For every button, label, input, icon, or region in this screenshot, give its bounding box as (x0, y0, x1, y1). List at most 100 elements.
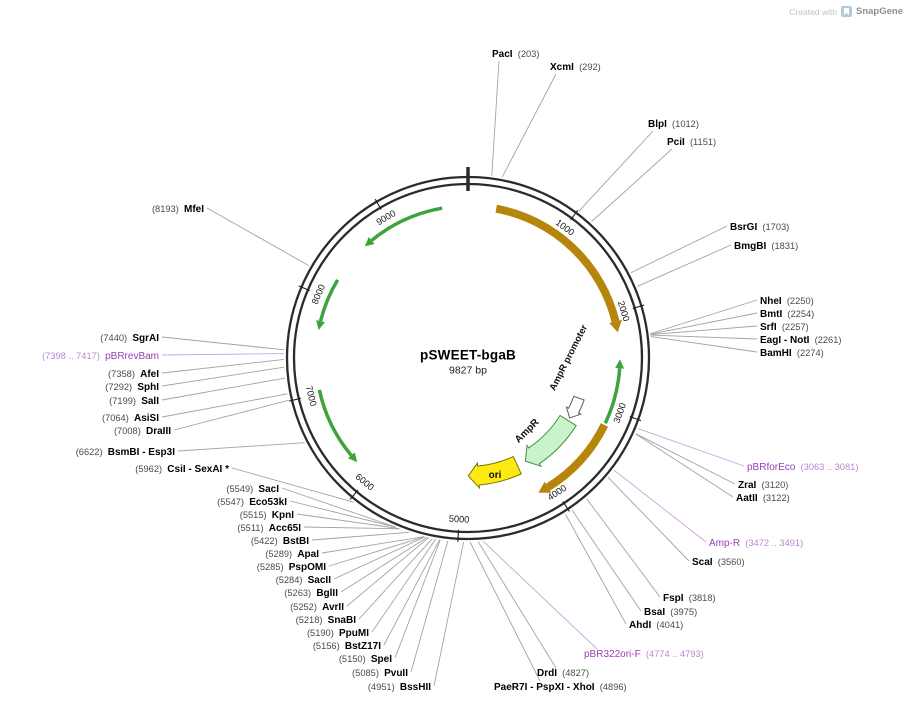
ampr-arrow[interactable] (524, 414, 577, 468)
leader-line (161, 358, 285, 374)
enzyme-label-kpni[interactable]: (5515) KpnI (240, 510, 294, 521)
enzyme-label-pspomi[interactable]: (5285) PspOMI (257, 562, 326, 573)
gene-arc-right[interactable] (603, 368, 622, 424)
features (316, 204, 625, 493)
leader-line (586, 498, 661, 598)
leader-line (477, 541, 557, 669)
tick-mark (374, 198, 382, 210)
cds-arc-right-head (538, 481, 552, 493)
cds-arc-top-head (609, 319, 622, 333)
gene-arc-left[interactable] (318, 278, 340, 322)
enzyme-label-spei[interactable]: (5150) SpeI (339, 654, 392, 665)
leader-line (231, 467, 354, 503)
enzyme-label-xcmi[interactable]: XcmI (292) (550, 62, 601, 73)
ring-inner (292, 182, 644, 534)
primer-label-pbrrevbam[interactable]: (7398 .. 7417) pBRrevBam (42, 351, 159, 362)
enzyme-label-csii-sexai-[interactable]: (5962) CsiI - SexAI * (135, 464, 229, 475)
leader-line (358, 538, 433, 620)
gene-arc-lower-left[interactable] (317, 389, 353, 457)
enzyme-label-asisi[interactable]: (7064) AsiSI (102, 413, 159, 424)
leader-line (161, 353, 285, 356)
leader-line (161, 393, 288, 418)
enzyme-label-aatii[interactable]: AatII (3122) (736, 493, 790, 504)
enzyme-label-pvuii[interactable]: (5085) PvuII (352, 668, 408, 679)
enzyme-label-paci[interactable]: PacI (203) (492, 49, 539, 60)
enzyme-label-bglii[interactable]: (5263) BglII (284, 588, 338, 599)
enzyme-label-zrai[interactable]: ZraI (3120) (738, 480, 788, 491)
enzyme-label-bstbi[interactable]: (5422) BstBI (251, 536, 309, 547)
leader-line (565, 513, 627, 625)
leader-line (346, 537, 429, 607)
backbone-ring (285, 175, 651, 541)
leader-line (635, 433, 734, 498)
enzyme-label-blpi[interactable]: BlpI (1012) (648, 119, 699, 130)
leader-line (161, 336, 285, 351)
tick-mark (349, 489, 359, 500)
leader-line (578, 130, 654, 212)
enzyme-label-bsmbi-esp3i[interactable]: (6622) BsmBI - Esp3I (76, 447, 176, 458)
leader-line (650, 299, 758, 335)
enzyme-label-sali[interactable]: (7199) SalI (109, 396, 159, 407)
enzyme-label-ahdi[interactable]: AhdI (4041) (629, 620, 683, 631)
primer-label-pbrforeco[interactable]: pBRforEco (3063 .. 3081) (747, 462, 858, 473)
tick-label: 5000 (448, 514, 469, 525)
feature-label-ori[interactable]: ori (489, 470, 502, 481)
enzyme-label-ppumi[interactable]: (5190) PpuMI (307, 628, 369, 639)
enzyme-label-eagi-noti[interactable]: EagI - NotI (2261) (760, 335, 842, 346)
gene-arc-upper-left[interactable] (370, 206, 443, 242)
cds-arc-top[interactable] (495, 204, 620, 323)
primer-label-pbr322ori-f[interactable]: pBR322ori-F (4774 .. 4793) (584, 649, 704, 660)
enzyme-label-eco53ki[interactable]: (5547) Eco53kI (217, 497, 287, 508)
snapgene-logo-icon (841, 6, 852, 17)
ori-arrow[interactable] (467, 455, 522, 490)
leader-line (321, 536, 425, 554)
feature-label-ampr-promoter[interactable]: AmpR promoter (547, 323, 590, 393)
leader-line (410, 540, 449, 673)
leader-line (635, 433, 736, 485)
enzyme-label-bsshii[interactable]: (4951) BssHII (368, 682, 431, 693)
enzyme-label-sphi[interactable]: (7292) SphI (105, 382, 159, 393)
enzyme-label-paer7i-pspxi-xhoi[interactable]: PaeR7I - PspXI - XhoI (4896) (494, 682, 627, 693)
enzyme-label-snabi[interactable]: (5218) SnaBI (296, 615, 357, 626)
enzyme-label-avrii[interactable]: (5252) AvrII (290, 602, 344, 613)
enzyme-label-apai[interactable]: (5289) ApaI (265, 549, 319, 560)
leader-line (469, 541, 541, 682)
enzyme-label-saci[interactable]: (5549) SacI (226, 484, 279, 495)
enzyme-label-afei[interactable]: (7358) AfeI (108, 369, 159, 380)
tick-mark (629, 416, 642, 422)
leader-line (281, 487, 396, 528)
enzyme-label-bmti[interactable]: BmtI (2254) (760, 309, 814, 320)
enzyme-label-drdi[interactable]: DrdI (4827) (537, 668, 589, 679)
leader-line (333, 536, 426, 580)
leader-line (161, 366, 285, 387)
tick-label: 6000 (354, 472, 376, 493)
leader-line (637, 428, 745, 467)
enzyme-label-sacii[interactable]: (5284) SacII (276, 575, 332, 586)
leader-line (383, 539, 440, 646)
ring-outer (285, 175, 651, 541)
enzyme-label-bmgbi[interactable]: BmgBI (1831) (734, 241, 798, 252)
enzyme-label-pcii[interactable]: PciI (1151) (667, 137, 716, 148)
enzyme-label-bstz17i[interactable]: (5156) BstZ17I (313, 641, 381, 652)
enzyme-label-bsrgi[interactable]: BsrGI (1703) (730, 222, 789, 233)
enzyme-label-draiii[interactable]: (7008) DraIII (114, 426, 171, 437)
enzyme-label-nhei[interactable]: NheI (2250) (760, 296, 814, 307)
enzyme-label-acc65i[interactable]: (5511) Acc65I (237, 523, 301, 534)
enzyme-label-scai[interactable]: ScaI (3560) (692, 557, 745, 568)
enzyme-label-bsai[interactable]: BsaI (3975) (644, 607, 697, 618)
enzyme-label-fspi[interactable]: FspI (3818) (663, 593, 716, 604)
leader-line (303, 526, 400, 530)
tick-mark (570, 210, 579, 221)
leader-line (173, 399, 290, 431)
cds-arc-right[interactable] (545, 423, 609, 491)
ampr-promoter-arrow[interactable] (565, 395, 585, 419)
tick-mark (457, 529, 460, 542)
enzyme-label-mfei[interactable]: (8193) MfeI (152, 204, 204, 215)
enzyme-label-srfi[interactable]: SrfI (2257) (760, 322, 809, 333)
enzyme-label-bamhi[interactable]: BamHI (2274) (760, 348, 824, 359)
enzyme-label-sgrai[interactable]: (7440) SgrAI (100, 333, 159, 344)
primer-label-amp-r[interactable]: Amp-R (3472 .. 3491) (709, 538, 803, 549)
leader-line (650, 312, 758, 335)
